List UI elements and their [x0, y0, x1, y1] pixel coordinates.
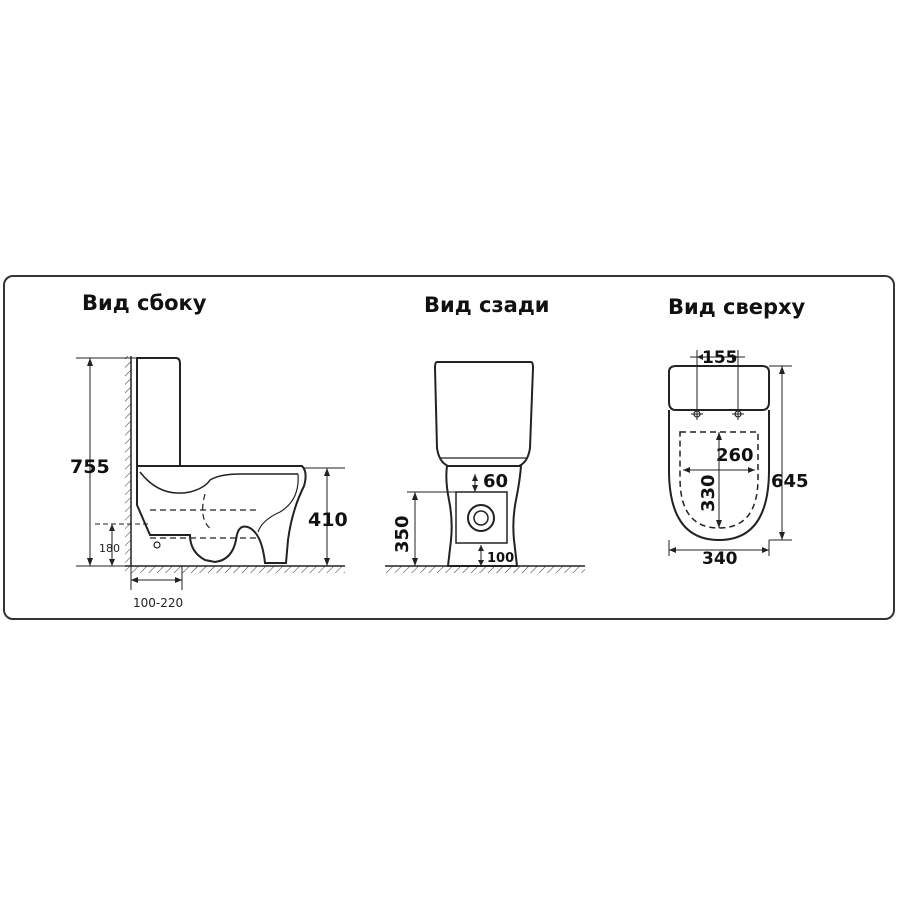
dim-340: 340	[702, 549, 738, 569]
dim-410: 410	[308, 509, 348, 531]
dim-645: 645	[771, 471, 809, 492]
dim-155: 155	[702, 348, 738, 368]
top-view-drawing: 155 260 330 645 340	[668, 348, 809, 569]
back-view-drawing: 60 350 100	[385, 361, 585, 573]
tank-top-outline	[668, 365, 770, 411]
dim-100-220: 100-220	[133, 596, 183, 610]
outlet-frame	[455, 491, 508, 544]
tank-outline	[136, 357, 181, 467]
bowl-top-outline	[668, 410, 770, 542]
wall-hatch	[125, 356, 131, 566]
mount-hole-left	[691, 408, 703, 420]
back-view-title: Вид сзади	[424, 293, 550, 317]
mount-hole-right	[732, 408, 744, 420]
dim-100: 100	[487, 551, 514, 566]
tank-back-outline	[433, 361, 535, 467]
dim-60: 60	[483, 471, 508, 492]
side-view-title: Вид сбоку	[82, 291, 207, 315]
dim-755: 755	[70, 456, 110, 478]
bowl-outline	[136, 465, 307, 564]
side-view-drawing: 755 180 410 100-220	[70, 356, 348, 610]
floor-hatch-back	[385, 566, 585, 573]
top-view-title: Вид сверху	[668, 295, 806, 319]
dim-350: 350	[392, 515, 413, 553]
floor-hatch	[125, 566, 345, 573]
outlet-pipe	[467, 504, 495, 532]
dim-330: 330	[698, 474, 719, 512]
dim-180: 180	[99, 542, 120, 555]
dim-260: 260	[716, 445, 754, 466]
